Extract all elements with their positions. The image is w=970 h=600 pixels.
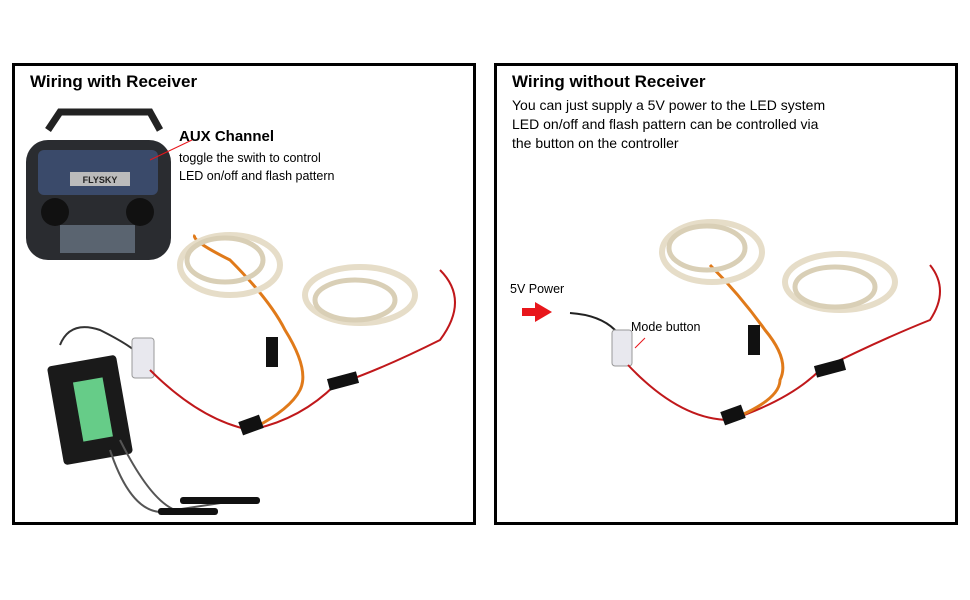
right-panel-title: Wiring without Receiver (512, 72, 706, 91)
aux-line-2: LED on/off and flash pattern (179, 169, 335, 183)
left-panel-title: Wiring with Receiver (30, 72, 198, 91)
aux-line-1: toggle the swith to control (179, 151, 321, 165)
mode-button-label: Mode button (631, 320, 701, 334)
desc-line-1: You can just supply a 5V power to the LE… (512, 97, 826, 113)
receiver-image (47, 326, 260, 515)
power-label: 5V Power (510, 282, 565, 296)
desc-line-3: the button on the controller (512, 135, 679, 151)
transmitter-image: FLYSKY (26, 108, 193, 260)
power-arrow-icon (522, 302, 552, 322)
panel-without-receiver (494, 63, 958, 525)
led-controller-left (131, 233, 456, 436)
led-strip-coils-left (177, 232, 418, 326)
aux-channel-title: AUX Channel (179, 128, 275, 145)
panel-with-receiver (12, 63, 476, 525)
desc-line-2: LED on/off and flash pattern can be cont… (512, 116, 819, 132)
transmitter-brand: FLYSKY (83, 175, 118, 185)
led-controller-right (569, 263, 941, 426)
led-strip-coils-right (659, 219, 898, 313)
